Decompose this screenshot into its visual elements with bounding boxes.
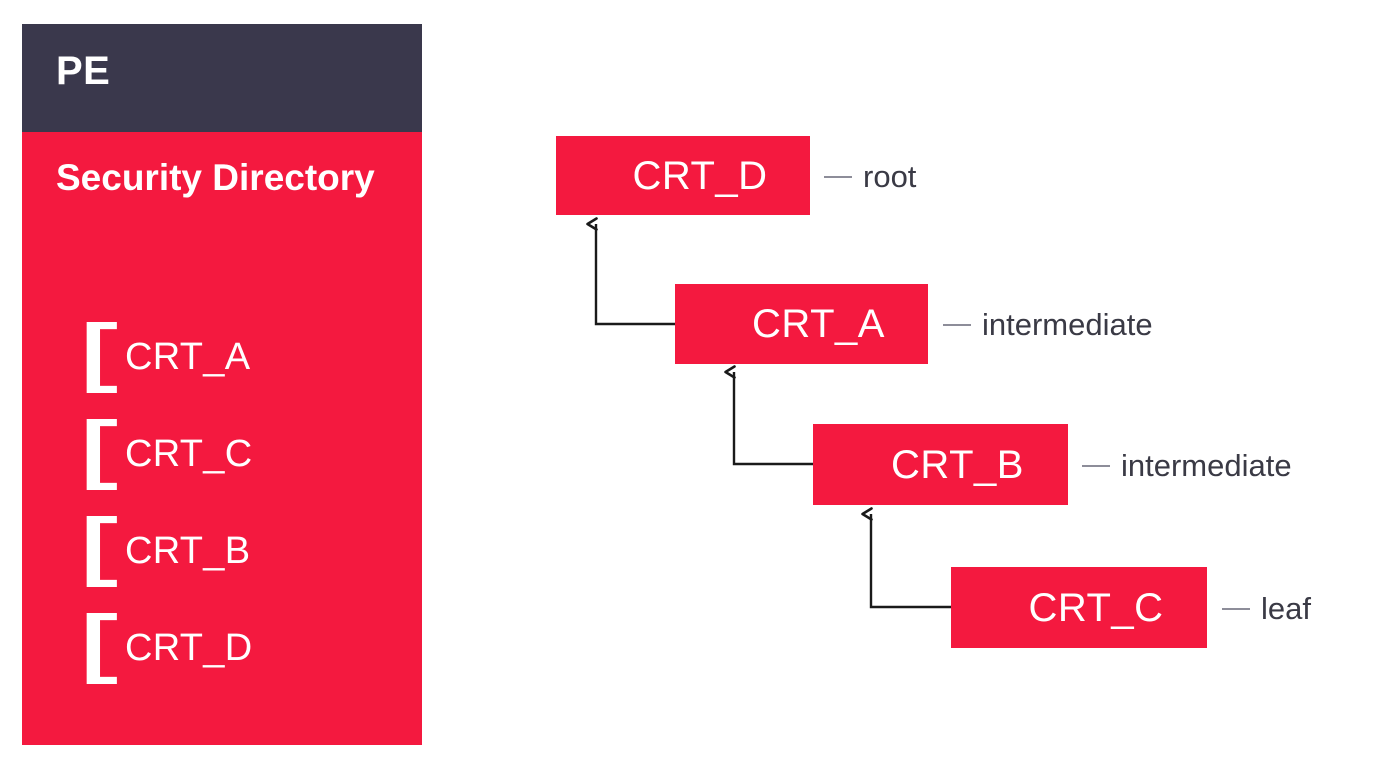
role-tag-crt-b: intermediate	[1082, 450, 1292, 481]
chain-node-label: CRT_D	[632, 153, 768, 198]
chain-node-crt-d[interactable]: CRT_D	[556, 136, 810, 215]
connector-crt-b-to-crt-a	[724, 365, 813, 466]
list-item[interactable]: [ CRT_B	[22, 508, 422, 618]
role-label: intermediate	[1121, 448, 1292, 483]
chain-node-label: CRT_C	[1028, 585, 1164, 630]
chain-node-label: CRT_B	[891, 442, 1024, 487]
role-label: leaf	[1261, 591, 1311, 626]
dash-icon	[1222, 607, 1250, 610]
role-tag-root: root	[824, 161, 916, 192]
chain-node-crt-b[interactable]: CRT_B	[813, 424, 1068, 505]
chain-node-crt-c[interactable]: CRT_C	[951, 567, 1207, 648]
bracket-icon: [	[68, 508, 130, 594]
list-item[interactable]: [ CRT_D	[22, 605, 422, 715]
certificate-name: CRT_C	[125, 433, 253, 475]
bracket-icon: [	[68, 411, 130, 497]
pe-panel-header: PE	[22, 24, 422, 132]
dash-icon	[824, 175, 852, 178]
pe-security-directory-panel: PE Security Directory [ CRT_A [ CRT_C [ …	[22, 24, 422, 745]
bracket-icon: [	[68, 605, 130, 691]
list-item[interactable]: [ CRT_A	[22, 314, 422, 424]
role-tag-leaf: leaf	[1222, 593, 1311, 624]
connector-crt-a-to-crt-d	[586, 217, 675, 326]
security-directory-title: Security Directory	[56, 157, 375, 198]
chain-node-crt-a[interactable]: CRT_A	[675, 284, 928, 364]
role-tag-crt-a: intermediate	[943, 309, 1153, 340]
pe-title: PE	[56, 49, 111, 93]
certificate-name: CRT_B	[125, 530, 251, 572]
chain-node-label: CRT_A	[752, 302, 885, 346]
role-label: intermediate	[982, 307, 1153, 342]
certificate-name: CRT_A	[125, 336, 251, 378]
bracket-icon: [	[68, 314, 130, 400]
certificate-name: CRT_D	[125, 627, 253, 669]
connector-crt-c-to-crt-b	[861, 507, 951, 609]
certificate-list: [ CRT_A [ CRT_C [ CRT_B [ CRT_D	[22, 314, 422, 715]
list-item[interactable]: [ CRT_C	[22, 411, 422, 521]
dash-icon	[1082, 464, 1110, 467]
role-label: root	[863, 159, 917, 194]
dash-icon	[943, 323, 971, 326]
pe-panel-body: Security Directory [ CRT_A [ CRT_C [ CRT…	[22, 132, 422, 745]
